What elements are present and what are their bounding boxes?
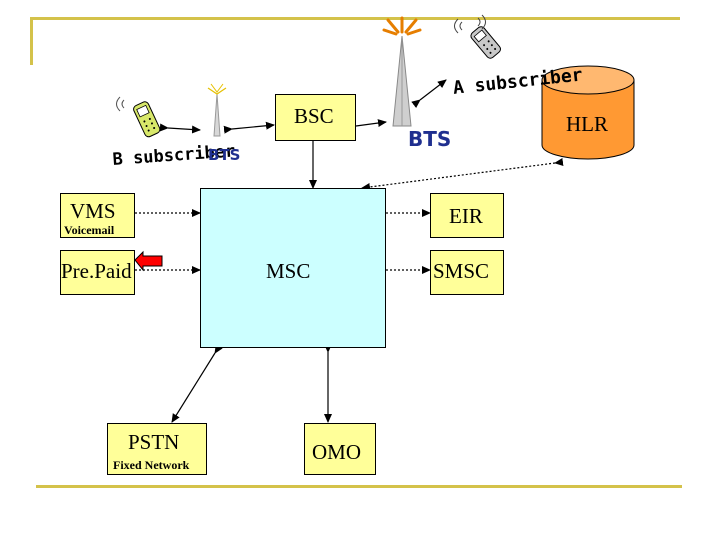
red-arrow-icon	[134, 250, 163, 272]
connector-msc-pstn	[171, 344, 223, 423]
smsc-node	[430, 250, 504, 295]
signal-waves-icon	[454, 14, 486, 34]
msc-label: MSC	[266, 259, 311, 283]
connector-bts-bsc	[223, 121, 275, 134]
mobile-phone-icon	[133, 101, 161, 138]
pstn-label: PSTN	[128, 430, 180, 454]
bsc-node	[275, 94, 356, 141]
antenna-tower-icon	[207, 83, 227, 137]
eir-node	[430, 193, 504, 238]
antenna-tower-icon	[382, 16, 422, 127]
top-rule	[30, 17, 680, 20]
vms-sublabel: Voicemail	[64, 223, 115, 237]
omo-node	[304, 423, 376, 475]
prepaid-label: Pre.Paid	[61, 259, 132, 283]
mobile-phone-icon	[470, 26, 501, 59]
prepaid-node	[60, 250, 135, 295]
signal-waves-icon	[116, 96, 125, 112]
omo-label: OMO	[312, 440, 362, 464]
connector-bphone-bts	[159, 123, 201, 134]
smsc-label: SMSC	[433, 259, 490, 283]
connector-bsc-bts-right	[347, 119, 387, 132]
eir-label: EIR	[449, 204, 483, 228]
msc-node	[200, 188, 386, 348]
database-cylinder-icon	[541, 65, 635, 160]
connector-bts-aphone	[411, 79, 447, 109]
bsc-label: BSC	[294, 104, 334, 128]
bts-right-label: BTS	[408, 127, 452, 151]
vms-label: VMS	[70, 199, 116, 223]
hlr-label: HLR	[566, 112, 608, 136]
bottom-rule	[36, 485, 682, 488]
left-rule	[30, 17, 33, 65]
vms-node	[60, 193, 135, 238]
bts-left-label: BTS	[208, 146, 241, 164]
pstn-node	[107, 423, 207, 475]
pstn-sublabel: Fixed Network	[113, 458, 190, 472]
connector-hlr-msc	[361, 158, 564, 191]
